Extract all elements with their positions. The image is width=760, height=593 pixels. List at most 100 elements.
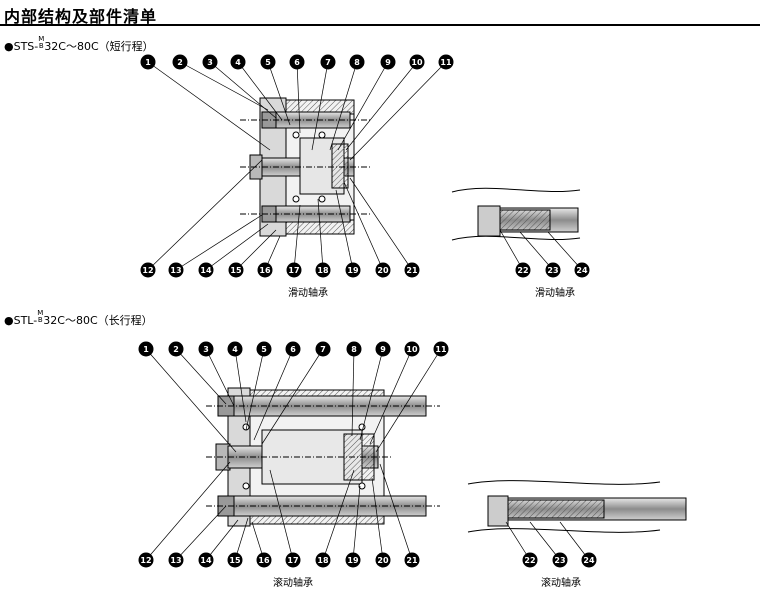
callout-number: 12 xyxy=(140,556,151,565)
callout-number: 24 xyxy=(576,266,588,275)
callout-sts-1: 1 xyxy=(140,54,156,70)
callout-circle xyxy=(404,341,420,357)
leader-line-stl-1 xyxy=(145,348,237,453)
callout-circle xyxy=(227,341,243,357)
callout-circle xyxy=(320,54,336,70)
leader-line-stl-5 xyxy=(245,348,265,431)
callout-number: 10 xyxy=(411,58,423,67)
leader-line-stl-12 xyxy=(145,461,231,561)
callout-circle xyxy=(198,552,214,568)
callout-stl-7: 7 xyxy=(315,341,331,357)
leader-line-stl-19 xyxy=(352,485,361,561)
callout-number: 24 xyxy=(583,556,595,565)
callout-circle xyxy=(315,341,331,357)
callout-number: 3 xyxy=(203,345,209,354)
sts-cylinder-body xyxy=(240,97,372,237)
callout-stl-17: 17 xyxy=(285,552,301,568)
callout-sts-2: 2 xyxy=(172,54,188,70)
callout-number: 9 xyxy=(385,58,391,67)
callout-circle xyxy=(438,54,454,70)
leader-line-sts-19 xyxy=(335,189,354,271)
leader-line-stl-8 xyxy=(351,348,355,437)
leader-line-sts-18 xyxy=(317,198,324,271)
callout-circle xyxy=(202,54,218,70)
callout-circle xyxy=(375,341,391,357)
callout-sts-24: 24 xyxy=(574,262,590,278)
leader-line-stl-3 xyxy=(205,348,235,407)
leader-line-sts-1 xyxy=(147,61,271,151)
leader-line-sts-7 xyxy=(311,61,329,151)
callout-number: 19 xyxy=(347,266,359,275)
leader-line-sts-20 xyxy=(343,181,384,271)
callout-number: 9 xyxy=(380,345,386,354)
callout-circle xyxy=(168,262,184,278)
callout-number: 22 xyxy=(517,266,528,275)
callout-stl-12: 12 xyxy=(138,552,154,568)
callout-number: 17 xyxy=(288,266,299,275)
callout-circle xyxy=(375,552,391,568)
callout-circle xyxy=(230,54,246,70)
callout-number: 1 xyxy=(145,58,151,67)
leader-line-sts-5 xyxy=(267,61,291,126)
callout-circle xyxy=(227,552,243,568)
callout-stl-20: 20 xyxy=(375,552,391,568)
callout-number: 1 xyxy=(143,345,149,354)
callout-sts-21: 21 xyxy=(404,262,420,278)
callout-number: 5 xyxy=(261,345,267,354)
callout-sts-11: 11 xyxy=(438,54,454,70)
callout-sts-19: 19 xyxy=(345,262,361,278)
leader-line-sts-3 xyxy=(209,61,277,119)
callout-circle xyxy=(349,54,365,70)
callout-number: 10 xyxy=(406,345,418,354)
callout-stl-2: 2 xyxy=(168,341,184,357)
leader-line-stl-11 xyxy=(375,348,442,453)
callout-circle xyxy=(404,262,420,278)
callout-number: 7 xyxy=(320,345,326,354)
callout-number: 20 xyxy=(377,266,389,275)
callout-circle xyxy=(285,341,301,357)
callout-circle xyxy=(404,552,420,568)
callout-stl-13: 13 xyxy=(168,552,184,568)
callout-number: 15 xyxy=(230,266,242,275)
caption-sts-side: 滑动轴承 xyxy=(535,288,575,299)
callout-circle xyxy=(433,341,449,357)
callout-sts-15: 15 xyxy=(228,262,244,278)
leader-line-sts-12 xyxy=(147,159,263,271)
callout-circle xyxy=(346,341,362,357)
leader-line-stl-20 xyxy=(371,477,384,561)
callout-number: 2 xyxy=(173,345,179,354)
caption-stl-side: 滚动轴承 xyxy=(541,578,581,589)
callout-circle xyxy=(138,341,154,357)
callout-stl-18: 18 xyxy=(315,552,331,568)
callout-number: 8 xyxy=(354,58,360,67)
callout-number: 7 xyxy=(325,58,331,67)
callout-number: 12 xyxy=(142,266,153,275)
callout-number: 6 xyxy=(294,58,300,67)
callout-stl-21: 21 xyxy=(404,552,420,568)
callout-stl-4: 4 xyxy=(227,341,243,357)
stl-cylinder-body xyxy=(206,387,440,527)
leader-line-stl-4 xyxy=(234,348,247,423)
callout-number: 2 xyxy=(177,58,183,67)
callout-circle xyxy=(140,262,156,278)
callout-circle xyxy=(198,262,214,278)
callout-stl-15: 15 xyxy=(227,552,243,568)
callout-number: 18 xyxy=(317,556,329,565)
callout-circle xyxy=(198,341,214,357)
callout-number: 3 xyxy=(207,58,213,67)
callout-number: 16 xyxy=(259,266,271,275)
leader-line-sts-9 xyxy=(337,61,389,151)
callout-circle xyxy=(228,262,244,278)
callout-stl-8: 8 xyxy=(346,341,362,357)
leader-line-stl-7 xyxy=(261,348,324,445)
leader-line-stl-18 xyxy=(322,469,355,561)
callout-circle xyxy=(256,552,272,568)
callout-circle xyxy=(285,552,301,568)
callout-circle xyxy=(315,552,331,568)
page-title: 内部结构及部件清单 xyxy=(4,7,158,26)
callout-number: 11 xyxy=(440,58,452,67)
callout-circle xyxy=(138,552,154,568)
callout-circle xyxy=(172,54,188,70)
